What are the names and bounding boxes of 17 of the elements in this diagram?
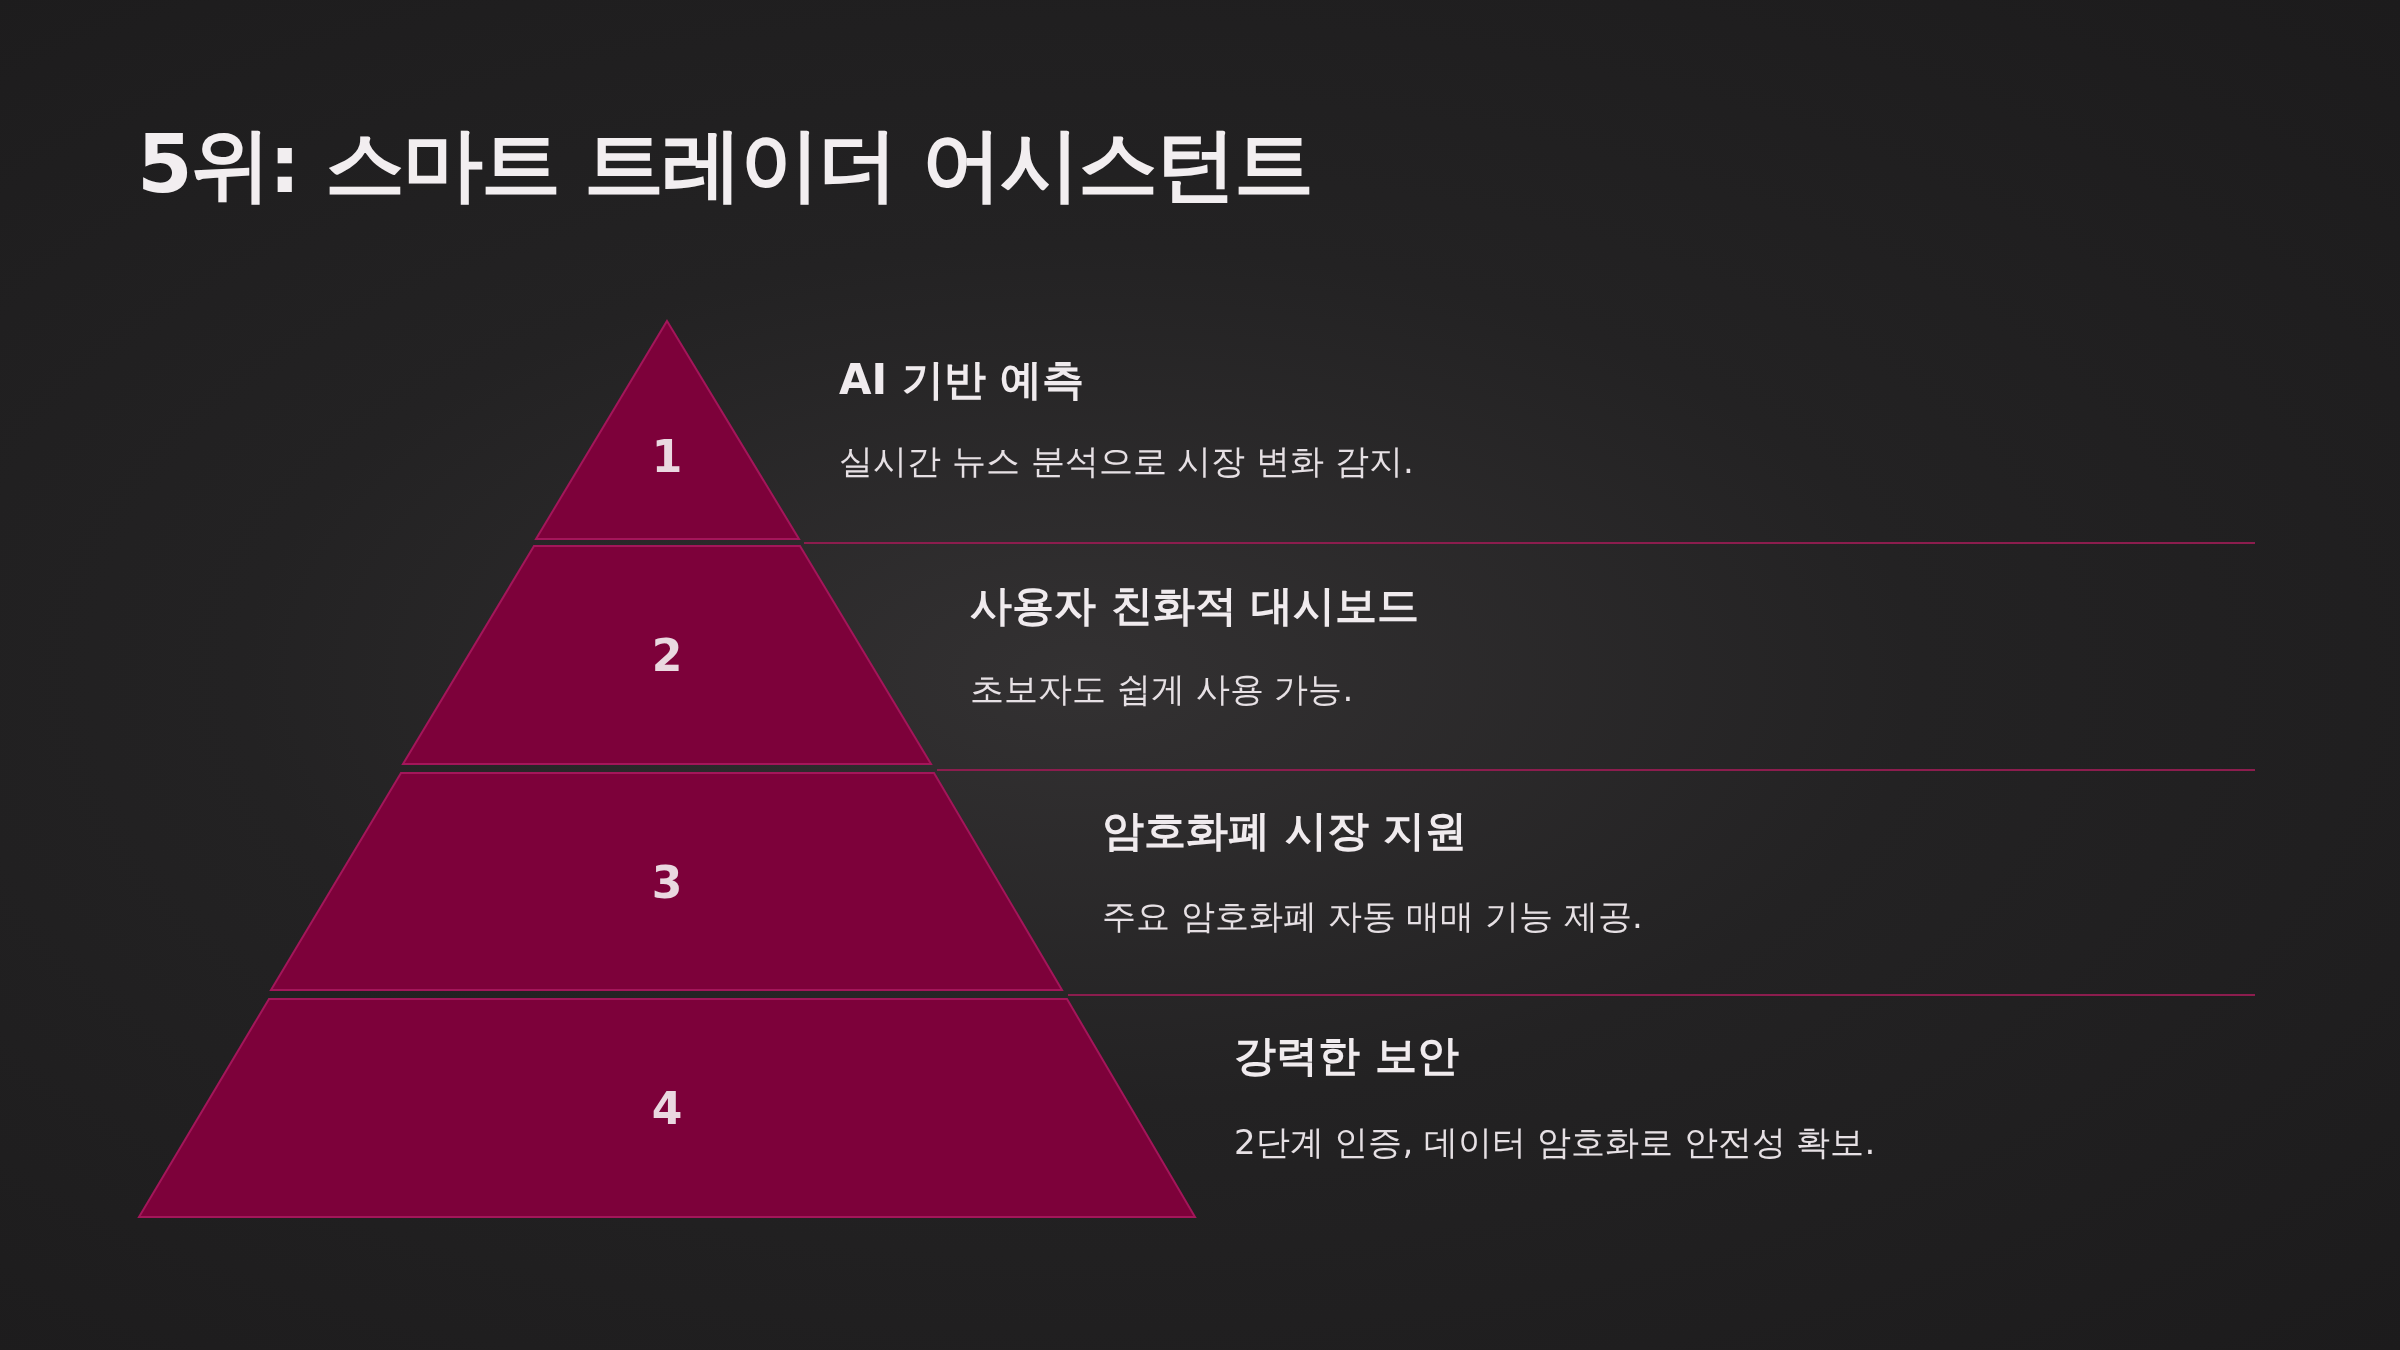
level-description: 주요 암호화폐 자동 매매 기능 제공. (1102, 895, 1643, 938)
level-description: 실시간 뉴스 분석으로 시장 변화 감지. (839, 440, 1414, 483)
pyramid-segment (271, 773, 1062, 990)
pyramid-segment (139, 999, 1195, 1217)
level-description: 2단계 인증, 데이터 암호화로 안전성 확보. (1234, 1121, 1876, 1164)
level-number: 4 (651, 1082, 683, 1134)
title: 5위: 스마트 트레이더 어시스턴트 (137, 117, 1313, 213)
level-heading: 사용자 친화적 대시보드 (970, 580, 1420, 632)
pyramid-segment (536, 321, 799, 539)
level-number: 3 (651, 856, 683, 907)
level-heading: 암호화폐 시장 지원 (1102, 805, 1468, 857)
level-description: 초보자도 쉽게 사용 가능. (970, 668, 1354, 711)
level-number: 2 (651, 629, 683, 681)
level-heading: AI 기반 예측 (839, 354, 1085, 406)
pyramid-segment (403, 546, 931, 764)
level-heading: 강력한 보안 (1234, 1030, 1459, 1082)
level-number: 1 (651, 430, 683, 482)
